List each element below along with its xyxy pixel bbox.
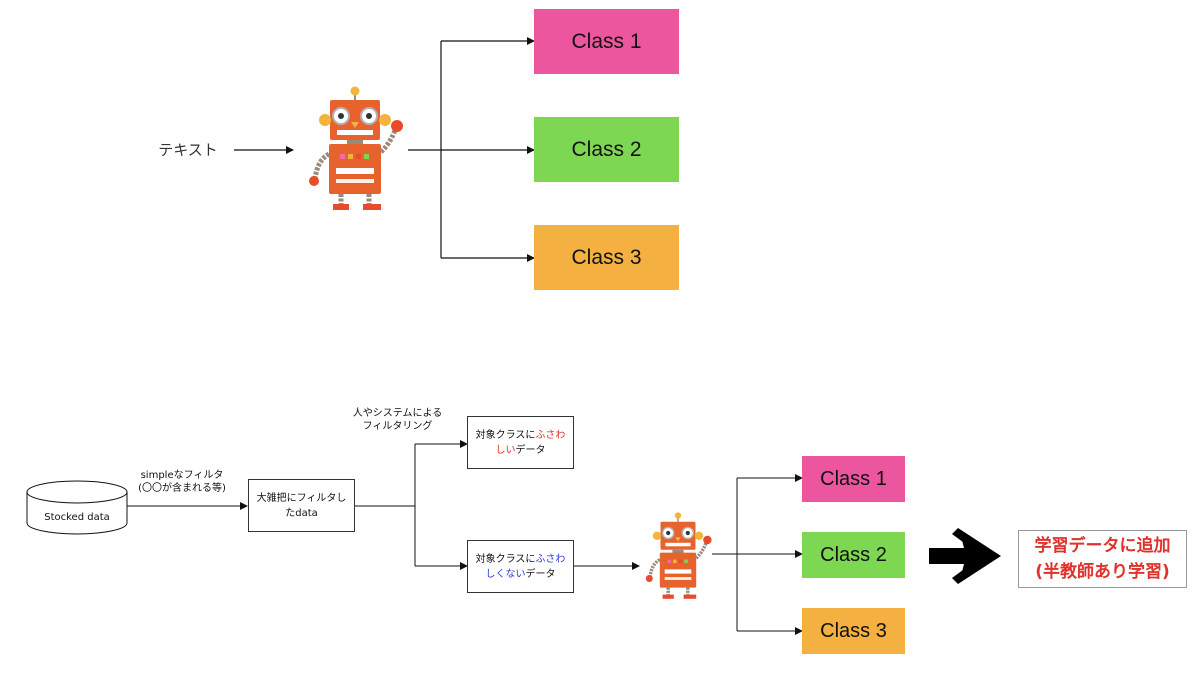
unsuitable-data-box: 対象クラスにふさわ しくないデータ bbox=[467, 540, 574, 593]
human-filter-label: 人やシステムによる フィルタリング bbox=[335, 407, 460, 433]
class-3-box: Class 3 bbox=[534, 225, 679, 290]
suitable-highlight-2: しい bbox=[495, 444, 516, 456]
db-label: Stocked data bbox=[44, 512, 110, 523]
bottom-class-2-label: Class 2 bbox=[820, 543, 887, 566]
class-2-box: Class 2 bbox=[534, 117, 679, 182]
bottom-class-3-label: Class 3 bbox=[820, 619, 887, 642]
simple-filter-label-line1: simpleなフィルタ bbox=[140, 470, 224, 481]
unsuitable-suffix: データ bbox=[525, 568, 556, 580]
simple-filter-label: simpleなフィルタ (〇〇が含まれる等) bbox=[117, 469, 247, 495]
result-line1: 学習データに追加 bbox=[1034, 536, 1171, 556]
bottom-class-2-box: Class 2 bbox=[802, 532, 905, 578]
suitable-highlight-1: ふさわ bbox=[535, 429, 566, 441]
suitable-data-box: 対象クラスにふさわ しいデータ bbox=[467, 416, 574, 469]
class-2-label: Class 2 bbox=[571, 137, 642, 161]
suitable-prefix: 対象クラスに bbox=[475, 429, 536, 441]
class-1-label: Class 1 bbox=[571, 29, 642, 53]
robot-icon bbox=[309, 86, 403, 210]
human-filter-label-line2: フィルタリング bbox=[362, 421, 433, 432]
robot-icon bbox=[645, 512, 712, 599]
class-1-box: Class 1 bbox=[534, 9, 679, 74]
suitable-suffix: データ bbox=[515, 444, 546, 456]
unsuitable-highlight-1: ふさわ bbox=[535, 553, 566, 565]
input-text-label: テキスト bbox=[158, 141, 218, 159]
arrow-right-icon bbox=[929, 528, 1001, 584]
rough-box-line1: 大雑把にフィルタし bbox=[256, 492, 347, 504]
human-filter-label-line1: 人やシステムによる bbox=[352, 408, 443, 419]
rough-box-line2: たdata bbox=[285, 507, 318, 519]
result-line2: (半教師あり学習) bbox=[1035, 562, 1170, 582]
unsuitable-highlight-2: しくない bbox=[485, 568, 526, 580]
simple-filter-label-line2: (〇〇が含まれる等) bbox=[138, 483, 226, 494]
rough-filtered-data-box: 大雑把にフィルタし たdata bbox=[248, 479, 355, 532]
bottom-class-1-box: Class 1 bbox=[802, 456, 905, 502]
unsuitable-prefix: 対象クラスに bbox=[475, 553, 536, 565]
bottom-class-1-label: Class 1 bbox=[820, 467, 887, 490]
database-icon bbox=[26, 480, 128, 535]
bottom-class-3-box: Class 3 bbox=[802, 608, 905, 654]
add-to-training-data-box: 学習データに追加 (半教師あり学習) bbox=[1018, 530, 1187, 588]
class-3-label: Class 3 bbox=[571, 245, 642, 269]
